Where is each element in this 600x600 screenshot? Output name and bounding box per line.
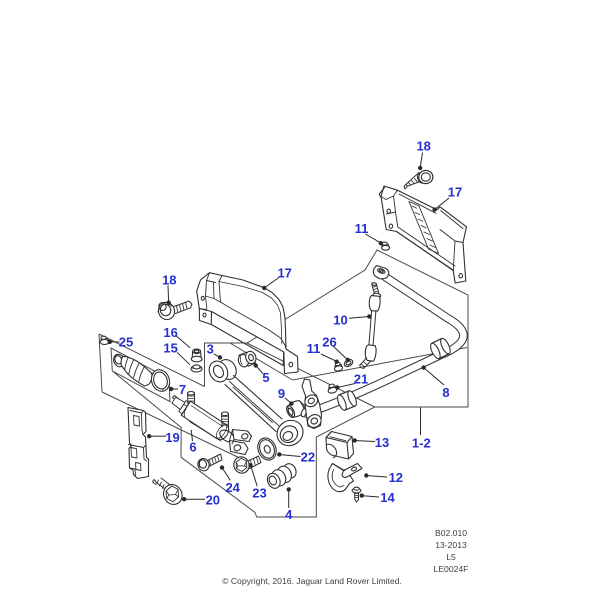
svg-text:15: 15 — [163, 341, 177, 356]
svg-text:18: 18 — [162, 272, 176, 287]
svg-text:5: 5 — [262, 370, 269, 385]
svg-text:9: 9 — [278, 386, 285, 401]
svg-text:19: 19 — [165, 430, 179, 445]
svg-text:26: 26 — [322, 335, 336, 350]
svg-text:17: 17 — [448, 185, 462, 200]
svg-text:22: 22 — [301, 450, 315, 465]
svg-text:13: 13 — [375, 435, 389, 450]
svg-text:3: 3 — [207, 341, 214, 356]
svg-text:20: 20 — [206, 493, 220, 508]
svg-text:7: 7 — [179, 382, 186, 397]
svg-text:4: 4 — [285, 507, 293, 522]
svg-text:21: 21 — [354, 372, 368, 387]
svg-text:18: 18 — [416, 139, 430, 154]
svg-text:24: 24 — [225, 480, 240, 495]
svg-text:16: 16 — [163, 325, 177, 340]
svg-text:12: 12 — [389, 470, 403, 485]
svg-text:6: 6 — [189, 439, 196, 454]
svg-text:25: 25 — [119, 334, 133, 349]
svg-text:11: 11 — [355, 221, 369, 236]
svg-text:23: 23 — [252, 486, 266, 501]
svg-text:17: 17 — [277, 265, 291, 280]
svg-text:11: 11 — [307, 341, 321, 356]
svg-text:1-2: 1-2 — [412, 435, 431, 450]
svg-text:8: 8 — [442, 385, 449, 400]
svg-text:10: 10 — [333, 313, 347, 328]
svg-text:14: 14 — [380, 490, 395, 505]
